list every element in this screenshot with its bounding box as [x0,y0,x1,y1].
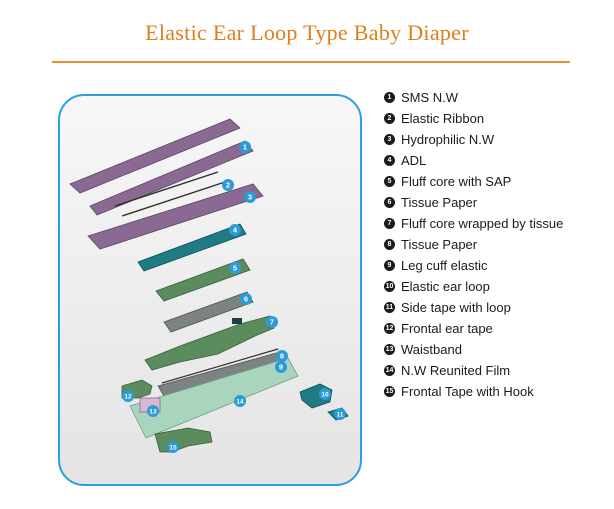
callout-badge-9: 9 [275,361,287,373]
legend-number-badge: 10 [384,281,395,292]
legend-number-badge: 11 [384,302,395,313]
legend-item: 9 Leg cuff elastic [384,255,609,276]
legend-label: Fluff core with SAP [401,174,512,189]
callout-number: 5 [233,264,237,273]
legend-number-badge: 4 [384,155,395,166]
layer-fluff-core-sap [155,258,251,302]
legend-item: 5 Fluff core with SAP [384,171,609,192]
legend-item: 6 Tissue Paper [384,192,609,213]
layer-tissue-paper [163,291,254,333]
layer-adl [137,223,247,272]
legend-number-badge: 2 [384,113,395,124]
legend-label: Elastic ear loop [401,279,490,294]
component-legend: 1 SMS N.W 2 Elastic Ribbon 3 Hydrophilic N.W 4… [384,87,609,402]
callout-number: 1 [243,143,247,152]
legend-label: Side tape with loop [401,300,511,315]
callout-number: 7 [270,318,274,327]
callout-badge-4: 4 [229,224,241,236]
legend-label: Fluff core wrapped by tissue [401,216,564,231]
layer-elastic-ribbon [114,171,219,207]
callout-badge-2: 2 [222,179,234,191]
callout-number: 12 [124,394,132,401]
legend-number-badge: 14 [384,365,395,376]
legend-label: SMS N.W [401,90,459,105]
layer-frontal-tape-hook [154,427,213,453]
callout-number: 14 [236,399,244,406]
layer-fluff-core-wrapped [144,315,275,371]
callout-number: 6 [244,295,248,304]
legend-label: Leg cuff elastic [401,258,488,273]
callout-number: 3 [248,193,252,202]
callout-badge-10: 10 [319,388,331,400]
legend-item: 12 Frontal ear tape [384,318,609,339]
callout-number: 9 [279,363,283,372]
callout-number: 13 [149,409,157,416]
legend-number-badge: 9 [384,260,395,271]
callout-number: 15 [169,445,177,452]
legend-number-badge: 3 [384,134,395,145]
legend-item: 11 Side tape with loop [384,297,609,318]
callout-badge-11: 11 [334,408,346,420]
legend-label: Tissue Paper [401,237,478,252]
legend-number-badge: 1 [384,92,395,103]
legend-item: 3 Hydrophilic N.W [384,129,609,150]
callout-badge-14: 14 [234,395,246,407]
callout-badge-8: 8 [276,350,288,362]
callout-number: 10 [321,392,329,399]
callout-number: 4 [233,226,238,235]
legend-number-badge: 12 [384,323,395,334]
legend-label: Frontal ear tape [401,321,493,336]
callout-badge-15: 15 [167,441,179,453]
legend-item: 2 Elastic Ribbon [384,108,609,129]
legend-label: Hydrophilic N.W [401,132,495,147]
legend-number-badge: 15 [384,386,395,397]
layer-sms-nw [69,118,241,194]
legend-label: Elastic Ribbon [401,111,485,126]
legend-number-badge: 7 [384,218,395,229]
legend-item: 7 Fluff core wrapped by tissue [384,213,609,234]
legend-number-badge: 13 [384,344,395,355]
callout-badge-6: 6 [240,293,252,305]
legend-item: 10 Elastic ear loop [384,276,609,297]
layer-nw-reunited-film [129,357,299,439]
callout-number: 2 [226,181,230,190]
callout-number: 8 [280,352,284,361]
callout-badge-12: 12 [122,390,134,402]
layer-leg-cuff-elastic [161,348,279,384]
legend-label: ADL [401,153,427,168]
title-divider [52,61,570,63]
callout-number: 11 [337,412,344,419]
legend-item: 14 N.W Reunited Film [384,360,609,381]
callout-badge-13: 13 [147,405,159,417]
legend-label: Waistband [401,342,462,357]
legend-number-badge: 8 [384,239,395,250]
callout-badge-5: 5 [229,262,241,274]
callout-badge-3: 3 [244,191,256,203]
legend-item: 15 Frontal Tape with Hook [384,381,609,402]
legend-item: 1 SMS N.W [384,87,609,108]
callout-badge-1: 1 [239,141,251,153]
legend-item: 8 Tissue Paper [384,234,609,255]
legend-label: Frontal Tape with Hook [401,384,534,399]
legend-item: 4 ADL [384,150,609,171]
legend-number-badge: 6 [384,197,395,208]
legend-label: Tissue Paper [401,195,478,210]
legend-item: 13 Waistband [384,339,609,360]
legend-label: N.W Reunited Film [401,363,511,378]
callout-badge-7: 7 [266,316,278,328]
page-title: Elastic Ear Loop Type Baby Diaper [145,20,469,45]
layer-hydrophilic-nw [87,183,264,250]
legend-number-badge: 5 [384,176,395,187]
